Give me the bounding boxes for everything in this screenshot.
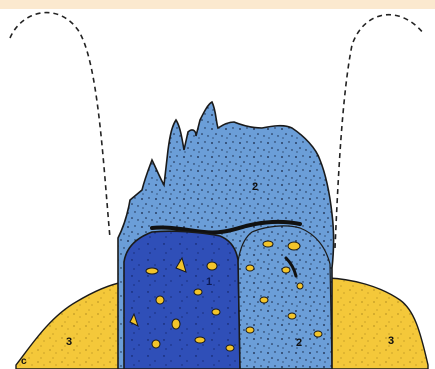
- label-unit-3-left: 3: [66, 336, 72, 348]
- label-unit-1: 1: [206, 276, 212, 288]
- label-unit-2-lower: 2: [296, 337, 302, 349]
- label-corner-c: c: [21, 356, 27, 367]
- label-unit-2-upper: 2: [252, 181, 258, 193]
- label-unit-3-right: 3: [388, 335, 394, 347]
- top-band: [0, 0, 435, 9]
- unit-1-dark-body: [124, 231, 240, 369]
- dashed-outline-left: [10, 13, 110, 238]
- unit-3-sediment-left: [16, 282, 124, 369]
- unit-3-sediment-right: [328, 278, 428, 369]
- dashed-outline-right: [335, 15, 424, 248]
